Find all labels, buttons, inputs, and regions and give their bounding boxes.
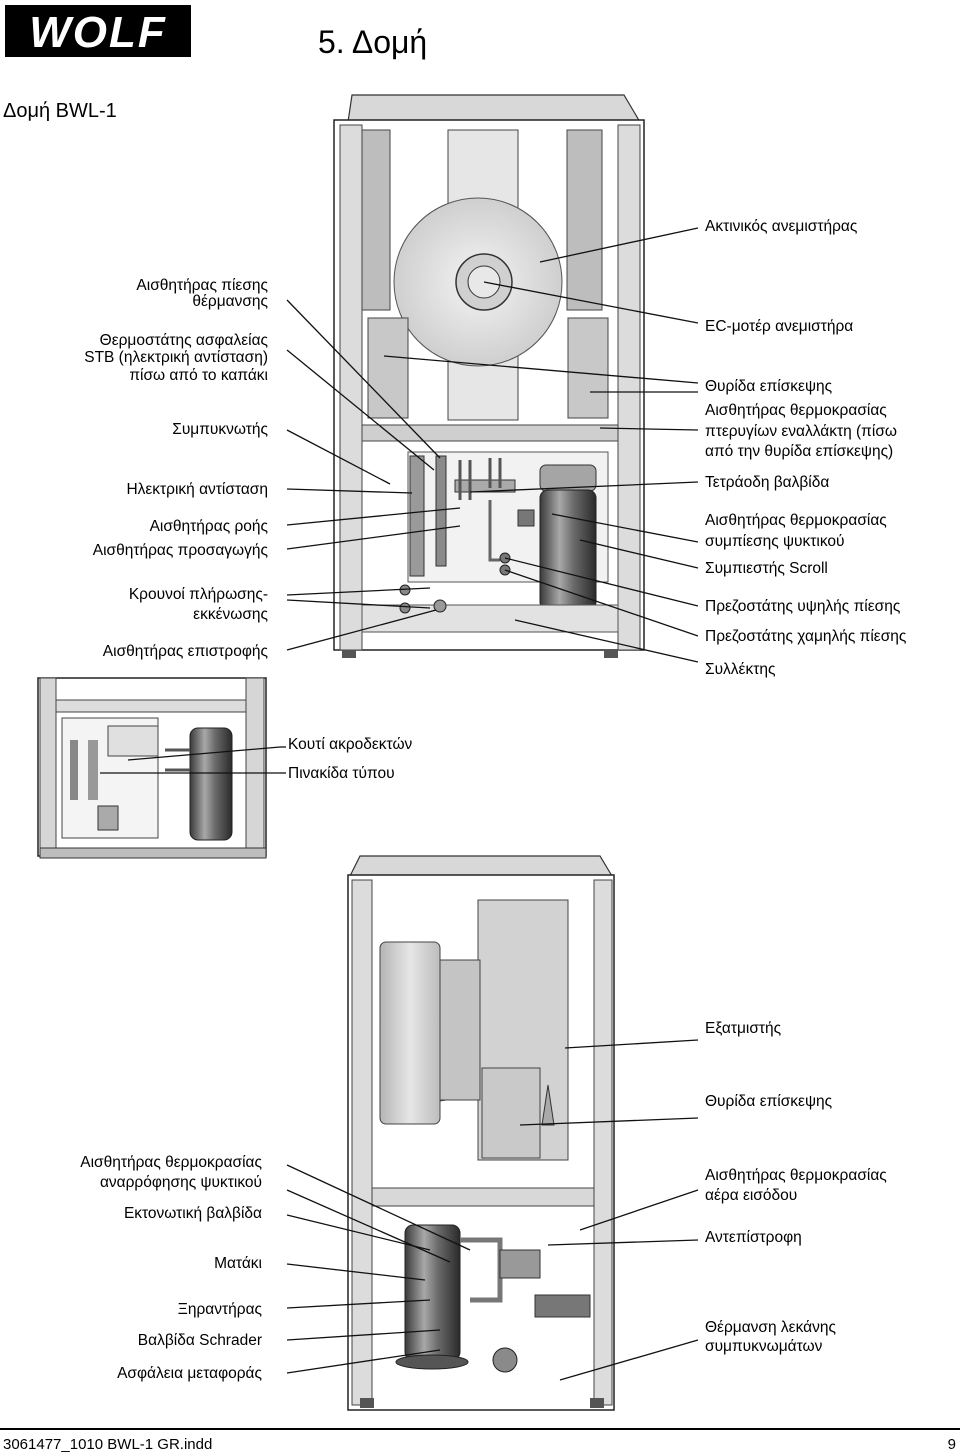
label-fin-temp-sensor-2: πτερυγίων εναλλάκτη (πίσω xyxy=(705,423,897,440)
label-low-pressure-switch: Πρεζοστάτης χαμηλής πίεσης xyxy=(705,628,907,645)
label-electric-heater: Ηλεκτρική αντίσταση xyxy=(126,481,268,498)
figure-back-view xyxy=(347,855,615,1411)
label-heating-pressure-sensor-2: θέρμανσης xyxy=(192,293,268,310)
label-discharge-temp-sensor-2: συμπίεσης ψυκτικού xyxy=(705,533,845,550)
label-fill-drain-taps-2: εκκένωσης xyxy=(193,606,268,623)
label-radial-fan: Ακτινικός ανεμιστήρας xyxy=(705,218,858,235)
footer-document-id: 3061477_1010 BWL-1 GR.indd xyxy=(3,1436,213,1453)
figure-back-leader-lines xyxy=(286,1039,699,1381)
footer-rule xyxy=(0,1428,960,1430)
svg-text:WOLF: WOLF xyxy=(29,8,167,57)
label-scroll-compressor: Συμπιεστής Scroll xyxy=(705,560,828,577)
label-sight-glass: Ματάκι xyxy=(214,1255,262,1272)
label-evaporator: Εξατμιστής xyxy=(705,1020,782,1037)
label-heating-pressure-sensor-1: Αισθητήρας πίεσης xyxy=(136,277,268,294)
label-inspection-hatch: Θυρίδα επίσκεψης xyxy=(705,378,833,395)
label-four-way-valve: Τετράοδη βαλβίδα xyxy=(705,474,830,491)
label-inspection-hatch-back: Θυρίδα επίσκεψης xyxy=(705,1093,833,1110)
label-safety-thermostat-1: Θερμοστάτης ασφαλείας xyxy=(99,332,268,349)
label-return-sensor: Αισθητήρας επιστροφής xyxy=(102,643,268,660)
label-fin-temp-sensor-1: Αισθητήρας θερμοκρασίας xyxy=(705,402,887,419)
label-transport-lock: Ασφάλεια μεταφοράς xyxy=(117,1365,262,1382)
label-filter-dryer: Ξηραντήρας xyxy=(177,1301,262,1318)
label-ec-fan-motor: EC-μοτέρ ανεμιστήρα xyxy=(705,318,854,335)
label-air-inlet-temp-sensor-2: αέρα εισόδου xyxy=(705,1187,798,1204)
label-high-pressure-switch: Πρεζοστάτης υψηλής πίεσης xyxy=(705,598,901,615)
label-safety-thermostat-2: STB (ηλεκτρική αντίσταση) xyxy=(84,349,268,366)
label-condensate-pan-heater-1: Θέρμανση λεκάνης xyxy=(705,1319,836,1336)
page-title: 5. Δομή xyxy=(318,24,428,60)
label-suction-temp-sensor-1: Αισθητήρας θερμοκρασίας xyxy=(80,1154,262,1171)
label-fin-temp-sensor-3: από την θυρίδα επίσκεψης) xyxy=(705,443,894,460)
label-supply-sensor: Αισθητήρας προσαγωγής xyxy=(92,542,268,559)
label-type-plate: Πινακίδα τύπου xyxy=(288,765,395,782)
label-collector: Συλλέκτης xyxy=(705,661,776,678)
label-check-valve: Αντεπίστροφη xyxy=(705,1229,802,1246)
section-title: Δομή BWL-1 xyxy=(3,100,117,122)
label-schrader-valve: Βαλβίδα Schrader xyxy=(137,1332,262,1349)
label-fill-drain-taps-1: Κρουνοί πλήρωσης- xyxy=(128,586,268,603)
label-safety-thermostat-3: πίσω από το καπάκι xyxy=(129,367,268,384)
label-flow-sensor: Αισθητήρας ροής xyxy=(149,518,268,535)
figure-side-view xyxy=(37,677,267,859)
figure-front-view xyxy=(333,94,645,658)
label-terminal-box: Κουτί ακροδεκτών xyxy=(288,736,413,753)
footer-page-number: 9 xyxy=(947,1436,956,1453)
label-suction-temp-sensor-2: αναρρόφησης ψυκτικού xyxy=(99,1174,262,1191)
figure-side-leader-lines xyxy=(100,746,286,774)
figure-front-leader-lines xyxy=(286,227,699,663)
label-expansion-valve: Εκτονωτική βαλβίδα xyxy=(123,1205,262,1222)
label-air-inlet-temp-sensor-1: Αισθητήρας θερμοκρασίας xyxy=(705,1167,887,1184)
wolf-logo: WOLF xyxy=(5,5,191,57)
label-condenser: Συμπυκνωτής xyxy=(172,421,268,438)
label-discharge-temp-sensor-1: Αισθητήρας θερμοκρασίας xyxy=(705,512,887,529)
label-condensate-pan-heater-2: συμπυκνωμάτων xyxy=(705,1338,823,1355)
